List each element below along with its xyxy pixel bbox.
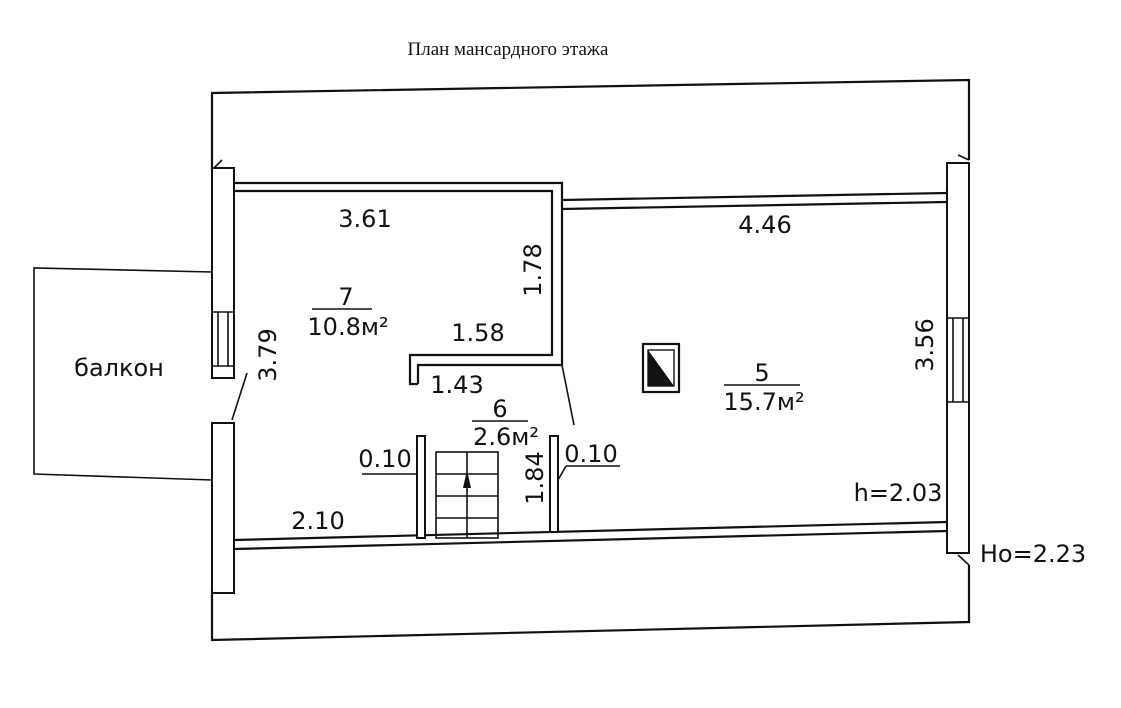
staircase bbox=[435, 451, 499, 539]
outer-boundary bbox=[210, 78, 971, 642]
chimney-icon bbox=[641, 342, 681, 394]
stair-walls bbox=[416, 435, 559, 539]
left-wall bbox=[211, 167, 248, 594]
room6-area: 2.6м² bbox=[473, 423, 539, 451]
dim-room5-height: 3.56 bbox=[911, 318, 939, 371]
room5-number: 5 bbox=[754, 359, 769, 387]
room7-area: 10.8м² bbox=[307, 313, 388, 341]
balcony bbox=[33, 267, 213, 481]
dim-stair-height: 1.84 bbox=[521, 451, 549, 504]
dim-wall-right: 0.10 bbox=[564, 440, 617, 468]
right-wall bbox=[946, 162, 970, 554]
balcony-label: балкон bbox=[74, 354, 164, 382]
bottom-wall bbox=[233, 520, 948, 551]
room-height-label: h=2.03 bbox=[854, 479, 943, 507]
dim-room7-height: 3.79 bbox=[254, 328, 282, 381]
dim-1-78: 1.78 bbox=[519, 243, 547, 296]
room7-number: 7 bbox=[338, 283, 353, 311]
dim-wall-left: 0.10 bbox=[358, 445, 411, 473]
dim-1-58: 1.58 bbox=[451, 319, 504, 347]
dim-bottom-2-10: 2.10 bbox=[291, 507, 344, 535]
top-walls bbox=[234, 181, 948, 426]
room6-number: 6 bbox=[492, 395, 507, 423]
floor-height-label: Ho=2.23 bbox=[980, 540, 1086, 568]
room5-area: 15.7м² bbox=[723, 388, 804, 416]
plan-title: План мансардного этажа bbox=[408, 39, 610, 60]
dim-room7-width: 3.61 bbox=[338, 205, 391, 233]
dim-room5-width: 4.46 bbox=[738, 211, 791, 239]
dim-1-43: 1.43 bbox=[430, 371, 483, 399]
